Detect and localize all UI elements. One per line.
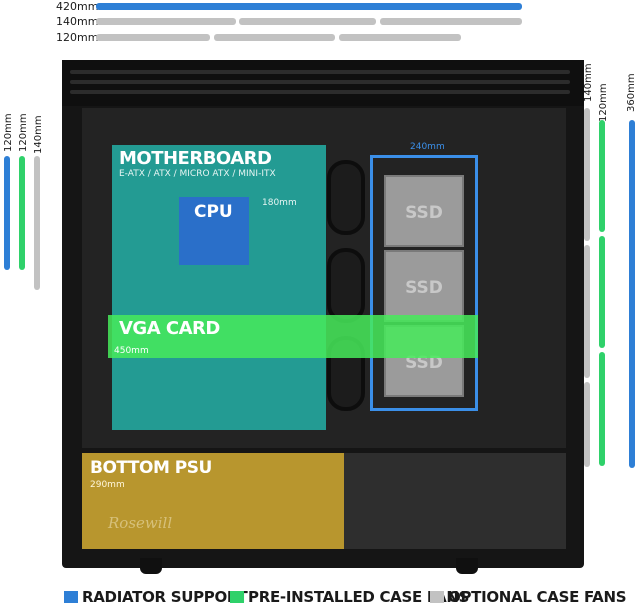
legend-preinstalled: PRE-INSTALLED CASE FANS [248,588,470,606]
cable-grommet-1 [327,160,365,235]
brand-logo: Rosewill [108,514,173,532]
bar-preinstalled-120-left [19,156,25,270]
ssd-label: SSD [405,203,443,223]
bar-optional-120-1 [96,34,210,41]
label-120mm-left-preinstalled: 120mm [18,113,29,152]
cpu-label: CPU [194,202,233,222]
motherboard-title: MOTHERBOARD [119,148,272,169]
legend-swatch-radiator [64,591,78,603]
legend-swatch-preinstalled [230,591,244,603]
bar-optional-140-right-2 [584,245,590,378]
psu-shroud [344,453,566,549]
bar-optional-140-1 [96,18,236,25]
label-120mm-right-preinstalled: 120mm [598,83,609,122]
ssd-cage-width: 240mm [410,142,445,152]
psu-label: BOTTOM PSU [90,458,212,478]
case-foot-left [140,558,162,574]
vga-length: 450mm [114,346,149,356]
legend-radiator: RADIATOR SUPPORT [82,588,248,606]
bar-optional-140-3 [380,18,522,25]
ssd-drive-2: SSD [384,250,464,322]
ssd-label: SSD [405,278,443,298]
bar-optional-140-2 [239,18,376,25]
bar-optional-120-2 [214,34,335,41]
cable-grommet-2 [327,248,365,323]
vga-card-area [108,315,478,358]
bar-optional-120-3 [339,34,461,41]
psu-area [82,453,344,549]
label-140mm-top: 140mm [56,15,99,28]
label-140mm-right-optional: 140mm [583,63,594,102]
ssd-drive-1: SSD [384,175,464,247]
bar-optional-140-right-3 [584,382,590,467]
grille-slot [70,80,570,84]
ssd-label: SSD [405,353,443,373]
case-foot-right [456,558,478,574]
cpu-clearance: 180mm [262,198,297,208]
vga-label: VGA CARD [119,318,220,339]
bar-preinstalled-120-right-1 [599,120,605,232]
label-360mm-right-radiator: 360mm [626,73,637,112]
bar-preinstalled-120-right-3 [599,352,605,466]
label-420mm: 420mm [56,0,99,13]
legend-swatch-optional [430,591,444,603]
bar-preinstalled-120-right-2 [599,236,605,348]
cpu-area [179,197,249,265]
bar-radiator-120-left [4,156,10,270]
label-140mm-left-optional: 140mm [33,115,44,154]
bar-optional-140-right-1 [584,108,590,241]
label-120mm-left-radiator: 120mm [3,113,14,152]
bar-radiator-420 [96,3,522,10]
grille-slot [70,90,570,94]
bar-radiator-360-right [629,120,635,468]
psu-length: 290mm [90,480,125,490]
motherboard-area [112,145,326,430]
legend-optional: OPTIONAL CASE FANS [448,588,627,606]
label-120mm-top: 120mm [56,31,99,44]
ssd-cage [370,155,478,411]
bar-optional-140-left [34,156,40,290]
motherboard-formats: E-ATX / ATX / MICRO ATX / MINI-ITX [119,169,276,179]
grille-slot [70,70,570,74]
